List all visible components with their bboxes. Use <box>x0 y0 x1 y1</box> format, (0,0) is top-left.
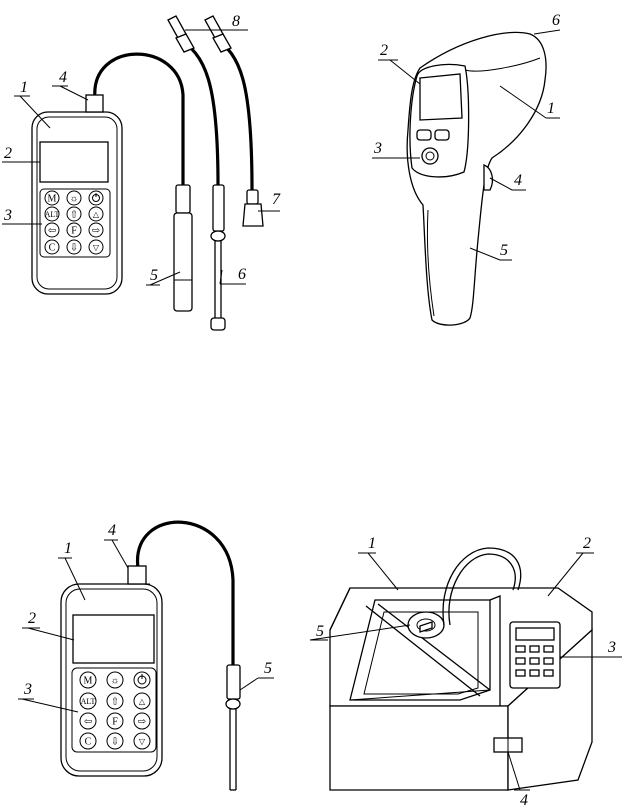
fig4-front-face <box>329 705 509 791</box>
svg-text:4: 4 <box>108 522 116 539</box>
svg-text:3: 3 <box>607 639 616 656</box>
fig1-connector <box>85 94 104 113</box>
svg-text:8: 8 <box>232 13 240 30</box>
svg-text:5: 5 <box>264 660 272 677</box>
fig1-cable <box>93 52 185 187</box>
svg-text:☼: ☼ <box>69 194 78 205</box>
fig2-display <box>419 73 463 121</box>
fig1-cable-7 <box>213 36 254 192</box>
fig3-meter-with-probe: M ☼ ALT ⇧ △ ⇦ F ⇨ C ⇩ ▽ <box>18 520 274 791</box>
svg-text:1: 1 <box>20 79 28 96</box>
fig4-bench-instrument: 1 2 3 4 5 <box>309 535 622 808</box>
svg-text:5: 5 <box>316 623 324 640</box>
fig1-labels: 1 2 3 4 5 6 7 8 <box>2 13 281 286</box>
fig4-labels: 1 2 3 4 5 <box>309 535 622 808</box>
fig3-key-m: M <box>84 676 93 687</box>
fig1-key-m: M <box>48 194 57 205</box>
fig3-key-c: C <box>85 737 92 748</box>
fig1-keypad: M ☼ ALT ⇧ △ ⇦ F ⇨ C ⇩ ▽ <box>39 188 111 258</box>
fig1-connectors-8 <box>167 15 232 53</box>
svg-text:1: 1 <box>64 540 72 557</box>
svg-text:5: 5 <box>500 242 508 259</box>
fig1-key-f: F <box>71 226 77 237</box>
svg-text:4: 4 <box>59 69 67 86</box>
svg-text:3: 3 <box>3 207 12 224</box>
svg-text:6: 6 <box>238 266 246 283</box>
fig3-cable <box>136 520 235 667</box>
fig3-key-f: F <box>112 717 118 728</box>
svg-text:1: 1 <box>547 100 555 117</box>
fig3-labels: 1 2 3 4 5 <box>18 522 274 713</box>
fig4-chamber <box>349 599 491 701</box>
svg-text:☼: ☼ <box>110 676 119 687</box>
svg-text:▽: ▽ <box>139 737 146 746</box>
fig1-probe-5 <box>173 184 193 312</box>
svg-text:⇨: ⇨ <box>92 226 100 237</box>
svg-text:7: 7 <box>272 191 281 208</box>
svg-text:2: 2 <box>583 535 591 552</box>
fig4-control-panel <box>509 621 561 689</box>
svg-text:4: 4 <box>514 172 522 189</box>
svg-text:⇩: ⇩ <box>111 737 119 748</box>
svg-text:▽: ▽ <box>93 243 100 252</box>
svg-text:⇩: ⇩ <box>70 243 78 254</box>
fig2-lens <box>421 147 439 165</box>
svg-text:△: △ <box>139 697 146 706</box>
fig3-probe <box>225 664 241 791</box>
svg-text:1: 1 <box>368 535 376 552</box>
fig4-sample-holder <box>407 611 445 639</box>
svg-text:⇨: ⇨ <box>138 717 146 728</box>
svg-text:⇧: ⇧ <box>111 697 119 708</box>
svg-text:2: 2 <box>4 145 12 162</box>
fig4-right-face <box>507 628 593 791</box>
fig2-body <box>406 31 547 326</box>
fig3-key-alt: ALT <box>81 697 96 706</box>
fig4-cable <box>442 547 522 626</box>
svg-text:⇧: ⇧ <box>70 210 78 221</box>
fig1-meter-with-probes: M ☼ ALT ⇧ △ ⇦ F ⇨ C ⇩ ▽ <box>2 13 281 331</box>
svg-text:6: 6 <box>552 12 560 29</box>
fig1-display <box>39 141 109 183</box>
fig3-display <box>72 614 155 664</box>
svg-text:2: 2 <box>380 42 388 59</box>
fig1-key-alt: ALT <box>45 210 60 219</box>
svg-text:3: 3 <box>373 140 382 157</box>
svg-text:2: 2 <box>28 610 36 627</box>
svg-text:5: 5 <box>150 267 158 284</box>
fig2-labels: 2 1 3 4 5 6 <box>372 12 561 261</box>
fig1-key-c: C <box>49 243 56 254</box>
svg-text:3: 3 <box>23 681 32 698</box>
svg-text:4: 4 <box>520 792 528 808</box>
fig1-probe-7 <box>242 189 264 227</box>
svg-text:⇦: ⇦ <box>48 226 56 237</box>
fig2-trigger <box>483 164 494 191</box>
svg-text:⇦: ⇦ <box>84 717 92 728</box>
fig1-probe-6 <box>210 184 226 331</box>
fig2-pyrometer: 2 1 3 4 5 6 <box>372 12 561 326</box>
svg-text:△: △ <box>93 210 100 219</box>
fig3-connector <box>127 565 147 585</box>
fig3-keypad: M ☼ ALT ⇧ △ ⇦ F ⇨ C ⇩ ▽ <box>71 667 157 753</box>
